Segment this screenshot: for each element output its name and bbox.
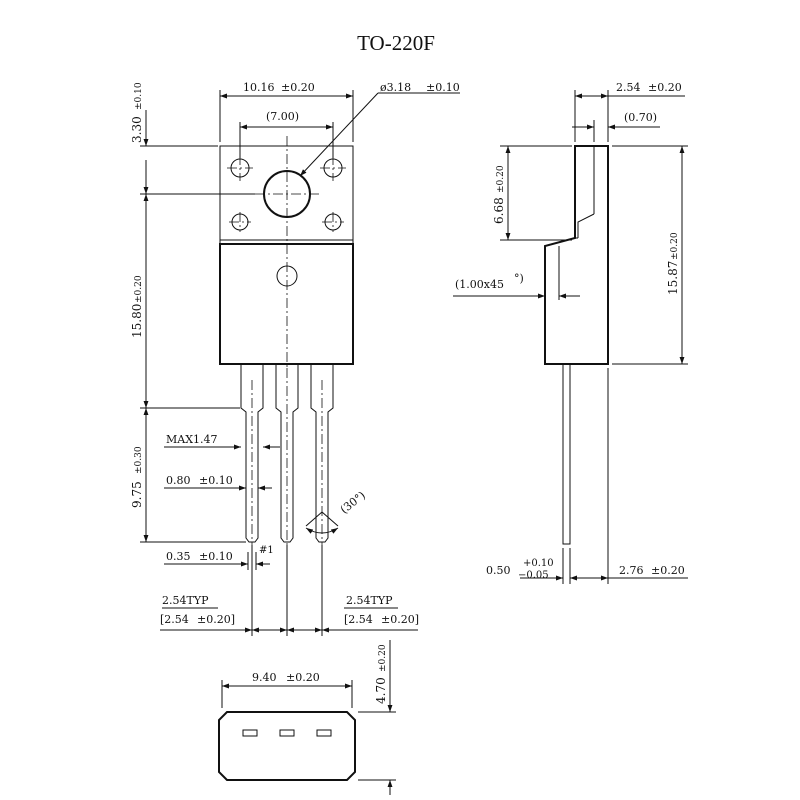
side-lead-t: 0.50	[486, 564, 511, 577]
bottom-view: 9.40 ±0.20 4.70 ±0.20	[218, 640, 396, 795]
page-title: TO-220F	[357, 31, 435, 55]
side-chamfer-deg: °)	[514, 272, 524, 285]
pitch-left-typ: 2.54TYP	[162, 594, 209, 607]
bottom-height: 4.70	[374, 677, 388, 704]
side-view: 2.54 ±0.20 (0.70) 6.68 ±0.20 (1.00x45 °)…	[453, 81, 688, 584]
front-hole-dia-tol: ±0.10	[426, 81, 460, 94]
pitch-right-typ: 2.54TYP	[346, 594, 393, 607]
side-total-h-tol: ±0.20	[670, 232, 680, 260]
bottom-lead-1	[242, 729, 258, 737]
front-body-outline	[219, 243, 354, 365]
front-width-tol: ±0.20	[281, 81, 315, 94]
front-bend-angle: (30°)	[338, 489, 368, 517]
pitch-left-tol: ±0.20]	[197, 613, 235, 626]
pitch-left: [2.54	[160, 613, 189, 626]
bottom-lead-3	[316, 729, 332, 737]
front-lead-width: 0.80	[166, 474, 191, 487]
pitch-right-tol: ±0.20]	[381, 613, 419, 626]
bottom-outline	[218, 711, 356, 781]
side-upper-h-tol: ±0.20	[496, 165, 506, 193]
bottom-width: 9.40	[252, 671, 277, 684]
front-top-height: 3.30	[130, 116, 144, 143]
bottom-lead-2	[279, 729, 295, 737]
bottom-width-tol: ±0.20	[286, 671, 320, 684]
side-tab: (0.70)	[624, 111, 657, 124]
side-lead-offset: 2.76	[619, 564, 644, 577]
front-hole-dia: ø3.18	[380, 81, 411, 94]
side-outline	[544, 145, 609, 365]
side-upper-h: 6.68	[492, 197, 506, 224]
front-lead-thick: 0.35	[166, 550, 191, 563]
front-body-height: 15.80	[130, 304, 144, 338]
front-top-height-tol: ±0.10	[134, 82, 144, 110]
front-lead-length: 9.75	[130, 481, 144, 508]
front-width-value: 10.16	[243, 81, 275, 94]
front-lead-length-tol: ±0.30	[134, 446, 144, 474]
front-hole-spacing: (7.00)	[266, 110, 299, 123]
pin1-label: #1	[259, 545, 274, 556]
side-thick-tol: ±0.20	[648, 81, 682, 94]
side-chamfer: (1.00x45	[455, 278, 504, 291]
side-lead-offset-tol: ±0.20	[651, 564, 685, 577]
bottom-height-tol: ±0.20	[378, 644, 388, 672]
front-lead-2	[275, 364, 299, 543]
side-lead-t-tol-plus: +0.10	[523, 558, 554, 569]
front-body-height-tol: ±0.20	[134, 275, 144, 303]
front-lead-max: MAX1.47	[166, 433, 218, 446]
side-total-h: 15.87	[666, 261, 680, 295]
front-view: 10.16 ±0.20 (7.00) ø3.18 ±0.10 3.30 ±0.1…	[130, 81, 460, 636]
front-lead-width-tol: ±0.10	[199, 474, 233, 487]
front-lead-thick-tol: ±0.10	[199, 550, 233, 563]
side-lead	[562, 363, 571, 545]
pitch-right: [2.54	[344, 613, 373, 626]
side-lead-t-tol-minus: −0.05	[518, 570, 549, 581]
side-thick: 2.54	[616, 81, 641, 94]
